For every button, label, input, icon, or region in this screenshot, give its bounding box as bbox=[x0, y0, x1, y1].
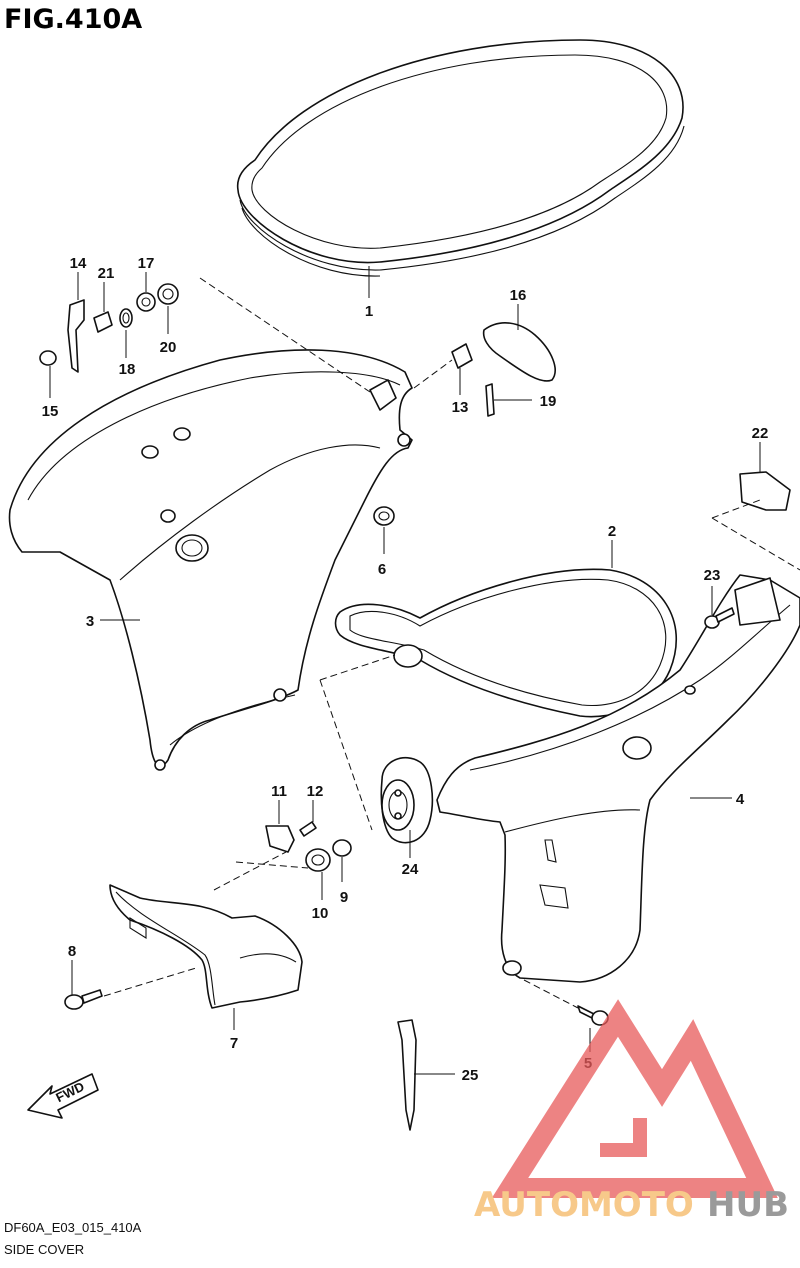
part-23-screw bbox=[704, 586, 735, 629]
watermark-text-a: AUTOMOTO bbox=[474, 1185, 694, 1225]
assembly-line bbox=[213, 851, 287, 891]
callout-2: 2 bbox=[608, 523, 616, 540]
part-9-washer bbox=[332, 839, 352, 882]
callout-24: 24 bbox=[402, 861, 419, 878]
assembly-line bbox=[319, 679, 373, 831]
part-21-pin bbox=[93, 282, 113, 333]
part-25-cable-tie bbox=[397, 1019, 455, 1131]
part-10-bushing bbox=[305, 848, 331, 900]
callout-7: 7 bbox=[230, 1035, 238, 1052]
callout-25: 25 bbox=[462, 1067, 479, 1084]
callout-16: 16 bbox=[510, 287, 527, 304]
figure-name: SIDE COVER bbox=[4, 1242, 84, 1257]
callout-9: 9 bbox=[340, 889, 348, 906]
assembly-line bbox=[413, 359, 453, 389]
part-3-upper-cover bbox=[8, 349, 413, 771]
assembly-line bbox=[523, 979, 579, 1009]
callout-10: 10 bbox=[312, 905, 329, 922]
part-4-lower-cover bbox=[436, 574, 800, 983]
callout-19: 19 bbox=[540, 393, 557, 410]
assembly-line bbox=[199, 277, 371, 393]
part-18-oring bbox=[119, 308, 133, 358]
part-2-gasket bbox=[334, 568, 678, 718]
part-19-pin bbox=[485, 383, 532, 417]
part-14-bracket bbox=[67, 272, 85, 373]
part-13-stud bbox=[451, 343, 473, 395]
callout-17: 17 bbox=[138, 255, 155, 272]
assembly-line bbox=[235, 861, 309, 869]
callout-21: 21 bbox=[98, 265, 115, 282]
part-24-grommet bbox=[380, 756, 434, 858]
callout-20: 20 bbox=[160, 339, 177, 356]
callout-15: 15 bbox=[42, 403, 59, 420]
assembly-line bbox=[711, 517, 800, 571]
callout-22: 22 bbox=[752, 425, 769, 442]
assembly-line bbox=[103, 967, 197, 997]
watermark-text-b: HUB bbox=[707, 1185, 789, 1225]
callout-11: 11 bbox=[271, 783, 287, 800]
part-16-latch bbox=[482, 304, 556, 382]
part-22-bracket bbox=[739, 442, 791, 511]
callout-14: 14 bbox=[70, 255, 87, 272]
part-7-lower-plate bbox=[109, 884, 303, 1030]
assembly-line bbox=[711, 499, 761, 519]
figure-code: DF60A_E03_015_410A bbox=[4, 1220, 142, 1235]
callout-1: 1 bbox=[365, 303, 373, 320]
fwd-arrow-icon: FWD bbox=[27, 1073, 99, 1119]
callout-18: 18 bbox=[119, 361, 136, 378]
part-11-clip bbox=[265, 800, 295, 853]
assembly-line bbox=[319, 654, 396, 681]
part-15-nut bbox=[39, 350, 57, 398]
part-12-screw bbox=[299, 800, 317, 837]
part-6-grommet bbox=[373, 506, 395, 554]
part-20-bushing bbox=[157, 283, 179, 334]
callout-13: 13 bbox=[452, 399, 469, 416]
part-8-bolt bbox=[64, 960, 103, 1010]
callout-23: 23 bbox=[704, 567, 721, 584]
callout-12: 12 bbox=[307, 783, 324, 800]
automotohub-logo-icon bbox=[491, 999, 778, 1198]
figure-title: FIG.410A bbox=[4, 4, 142, 35]
callout-3: 3 bbox=[86, 613, 94, 630]
part-1-seal bbox=[236, 39, 685, 277]
callout-6: 6 bbox=[378, 561, 386, 578]
part-17-washer bbox=[136, 272, 156, 312]
callout-8: 8 bbox=[68, 943, 76, 960]
callout-4: 4 bbox=[736, 791, 745, 808]
